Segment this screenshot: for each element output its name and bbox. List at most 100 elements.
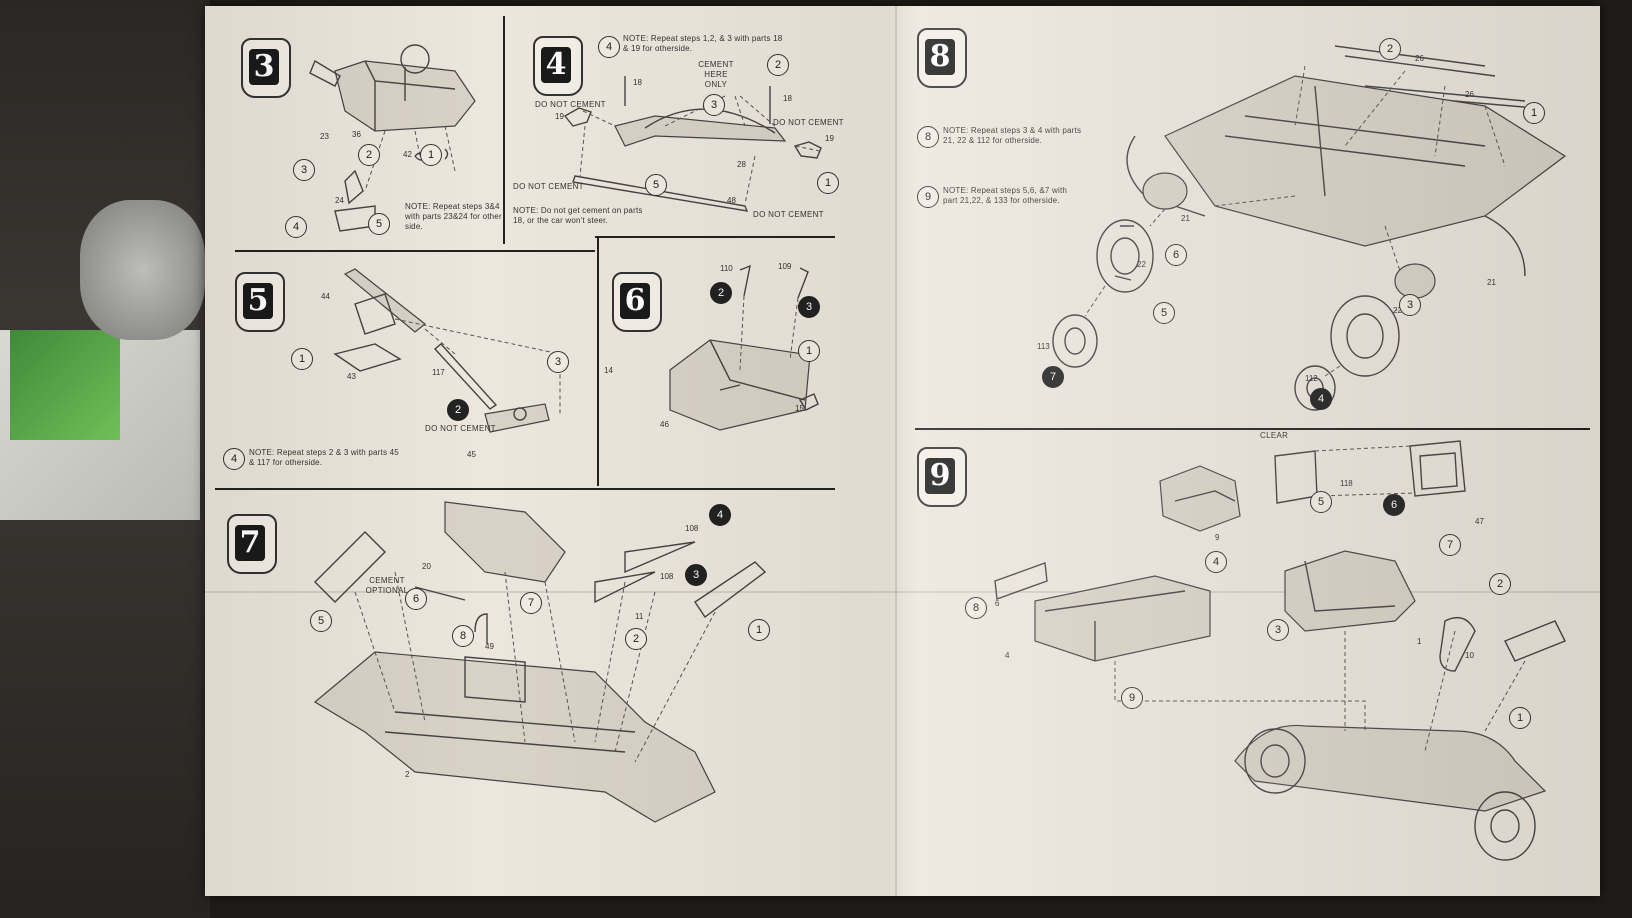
step-4-panel: 4 4 NOTE: Repeat steps 1,2, & 3 with par… bbox=[505, 16, 865, 238]
step-8-badge: 8 bbox=[917, 28, 967, 88]
step-8-callout-5: 5 bbox=[1153, 302, 1175, 324]
step-8-note1-callout-8: 8 bbox=[917, 126, 939, 148]
step-6-callout-2: 2 bbox=[710, 282, 732, 304]
step-7-callout-4: 4 bbox=[709, 504, 731, 526]
step-8-note2: NOTE: Repeat steps 5,6, &7 with part 21,… bbox=[943, 186, 1068, 205]
rule-left-top bbox=[235, 250, 595, 252]
step-5-callout-1: 1 bbox=[291, 348, 313, 370]
step-6-badge: 6 bbox=[612, 272, 662, 332]
step-8-part-21b: 21 bbox=[1487, 278, 1496, 287]
step-9-part-9: 9 bbox=[1215, 533, 1220, 542]
step-9-callout-5: 5 bbox=[1310, 491, 1332, 513]
step-9-part-4: 4 bbox=[1005, 651, 1010, 660]
body-assembly-drawing bbox=[994, 440, 1566, 861]
step-5-part-43: 43 bbox=[347, 372, 356, 381]
engine-drawing bbox=[309, 44, 476, 232]
instruction-sheet: 3 23 36 42 24 1 2 3 4 5 NOTE: Repeat ste… bbox=[205, 6, 1600, 896]
front-axle-drawing bbox=[563, 76, 822, 212]
chassis-frame-drawing bbox=[313, 501, 767, 823]
step-7-panel: 7 CEMENT OPTIONAL 20 108 108 11 49 2 1 2… bbox=[215, 492, 875, 892]
step-7-callout-2: 2 bbox=[625, 628, 647, 650]
step-4-badge: 4 bbox=[533, 36, 583, 96]
step-8-part-22a: 22 bbox=[1137, 260, 1146, 269]
rule-left-mid bbox=[215, 488, 835, 490]
step-9-part-6: 6 bbox=[995, 599, 1000, 608]
step-7-part-2: 2 bbox=[405, 770, 410, 779]
background-cloth bbox=[80, 200, 205, 340]
step-9-panel: 9 CLEAR 118 47 9 6 4 1 10 bbox=[905, 431, 1595, 891]
step-9-callout-6: 6 bbox=[1383, 494, 1405, 516]
step-7-callout-1: 1 bbox=[748, 619, 770, 641]
step-4-note-top: NOTE: Repeat steps 1,2, & 3 with parts 1… bbox=[623, 34, 783, 53]
step-9-number: 9 bbox=[925, 458, 955, 494]
step-6-part-15: 15 bbox=[795, 404, 804, 413]
rule-v-step3-4 bbox=[503, 16, 505, 244]
background-green-box bbox=[10, 330, 120, 440]
step-5-note-callout-4: 4 bbox=[223, 448, 245, 470]
step-4-note-bottom: NOTE: Do not get cement on parts 18, or … bbox=[513, 206, 643, 225]
step-7-callout-5: 5 bbox=[310, 610, 332, 632]
step-9-part-47: 47 bbox=[1475, 517, 1484, 526]
step-8-callout-2: 2 bbox=[1379, 38, 1401, 60]
step-5-label-do-not-cement: DO NOT CEMENT bbox=[425, 424, 496, 433]
step-4-part-19b: 19 bbox=[825, 134, 834, 143]
step-4-part-19a: 19 bbox=[555, 112, 564, 121]
step-6-part-46: 46 bbox=[660, 420, 669, 429]
step-7-number: 7 bbox=[235, 525, 265, 561]
step-7-callout-3: 3 bbox=[685, 564, 707, 586]
step-5-part-45: 45 bbox=[467, 450, 476, 459]
step-5-part-117: 117 bbox=[432, 368, 445, 377]
step-5-panel: 5 44 43 117 45 1 2 3 DO NOT CEMENT 4 NOT… bbox=[223, 254, 595, 486]
step-5-number: 5 bbox=[243, 283, 273, 319]
step-4-label-do-not-cement-3: DO NOT CEMENT bbox=[513, 182, 584, 191]
step-8-note1: NOTE: Repeat steps 3 & 4 with parts 21, … bbox=[943, 126, 1082, 145]
step-8-callout-1: 1 bbox=[1523, 102, 1545, 124]
fold-vertical bbox=[895, 6, 897, 896]
step-8-callout-7: 7 bbox=[1042, 366, 1064, 388]
step-5-badge: 5 bbox=[235, 272, 285, 332]
step-3-callout-3: 3 bbox=[293, 159, 315, 181]
step-6-callout-1: 1 bbox=[798, 340, 820, 362]
step-3-callout-2: 2 bbox=[358, 144, 380, 166]
fold-horizontal bbox=[205, 591, 1600, 593]
step-8-part-112: 112 bbox=[1305, 374, 1318, 383]
step-8-part-26a: 26 bbox=[1415, 54, 1424, 63]
step-7-label-cement-optional: CEMENT OPTIONAL bbox=[365, 576, 409, 595]
step-4-number: 4 bbox=[541, 47, 571, 83]
step-4-label-cement-here-only: CEMENT HERE ONLY bbox=[698, 60, 734, 89]
step-7-badge: 7 bbox=[227, 514, 277, 574]
step-7-callout-7: 7 bbox=[520, 592, 542, 614]
step-6-panel: 6 110 109 14 46 15 2 3 1 bbox=[600, 240, 840, 486]
step-4-part-18a: 18 bbox=[633, 78, 642, 87]
floor-pedals-drawing bbox=[669, 264, 819, 431]
step-9-callout-9: 9 bbox=[1121, 687, 1143, 709]
step-4-label-do-not-cement-1: DO NOT CEMENT bbox=[535, 100, 606, 109]
rule-h-step4-6 bbox=[595, 236, 835, 238]
chassis-wheels-drawing bbox=[1052, 45, 1567, 411]
step-7-part-108b: 108 bbox=[660, 572, 674, 581]
step-9-callout-7: 7 bbox=[1439, 534, 1461, 556]
rule-right-mid bbox=[915, 428, 1590, 430]
step-8-callout-4: 4 bbox=[1310, 388, 1332, 410]
step-4-label-do-not-cement-2: DO NOT CEMENT bbox=[773, 118, 844, 127]
step-9-callout-2: 2 bbox=[1489, 573, 1511, 595]
step-6-number: 6 bbox=[620, 283, 650, 319]
step-3-part-36: 36 bbox=[352, 130, 361, 139]
step-6-part-109: 109 bbox=[778, 262, 792, 271]
step-7-part-49: 49 bbox=[485, 642, 494, 651]
step-4-callout-5: 5 bbox=[645, 174, 667, 196]
step-7-callout-8: 8 bbox=[452, 625, 474, 647]
step-4-note-callout-4: 4 bbox=[598, 36, 620, 58]
step-7-callout-6: 6 bbox=[405, 588, 427, 610]
step-9-callout-1: 1 bbox=[1509, 707, 1531, 729]
step-3-part-24: 24 bbox=[335, 196, 344, 205]
step-5-part-44: 44 bbox=[321, 292, 330, 301]
step-5-callout-3: 3 bbox=[547, 351, 569, 373]
rule-v-step5-6 bbox=[597, 238, 599, 486]
step-7-part-11: 11 bbox=[635, 612, 644, 621]
step-4-callout-2: 2 bbox=[767, 54, 789, 76]
step-3-callout-1: 1 bbox=[420, 144, 442, 166]
step-3-note: NOTE: Repeat steps 3&4 with parts 23&24 … bbox=[405, 202, 502, 231]
step-8-part-22b: 22 bbox=[1393, 306, 1402, 315]
step-8-callout-3: 3 bbox=[1399, 294, 1421, 316]
